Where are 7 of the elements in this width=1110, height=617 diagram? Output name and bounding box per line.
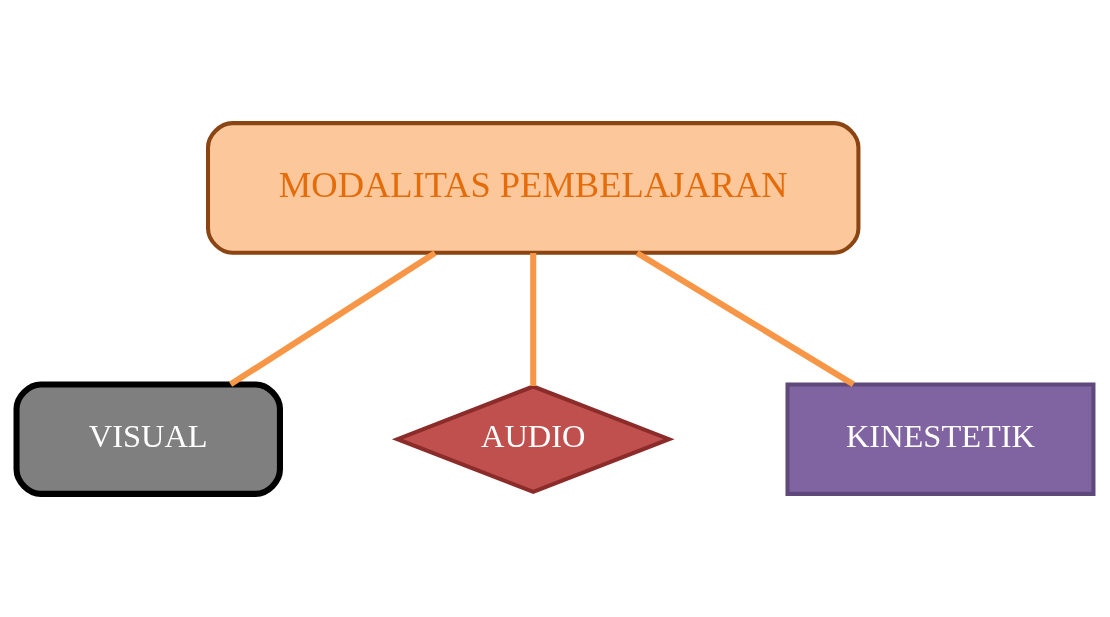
connector (635, 250, 855, 387)
connector (530, 253, 537, 386)
node-diamond: AUDIO (391, 384, 675, 495)
node-box: VISUAL (13, 381, 283, 497)
node-box: KINESTETIK (785, 382, 1096, 496)
connector (228, 250, 437, 387)
node-box: MODALITAS PEMBELAJARAN (206, 121, 861, 255)
